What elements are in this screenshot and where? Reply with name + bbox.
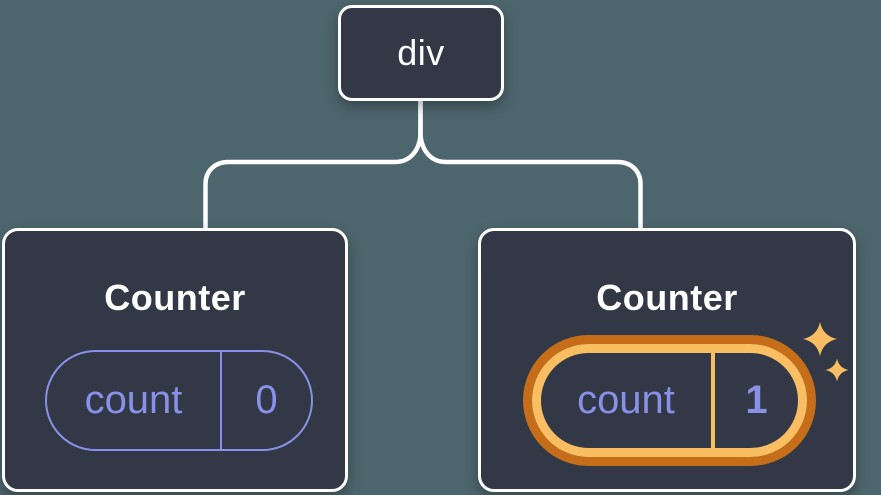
- connector-right-branch: [418, 97, 643, 234]
- state-value: 1: [745, 378, 768, 422]
- sparkle-star-large: [803, 322, 837, 356]
- state-key-label: count: [47, 352, 222, 449]
- sparkles-icon: [803, 322, 849, 382]
- state-value: 0: [255, 378, 278, 422]
- root-div-node: div: [338, 5, 504, 101]
- connector-left-branch: [203, 97, 423, 234]
- counter-component-card-right: Counter count 1: [478, 228, 856, 492]
- component-title: Counter: [104, 277, 246, 318]
- state-pill-highlight-ring: count 1: [523, 335, 816, 466]
- counter-component-card-left: Counter count 0: [2, 228, 348, 492]
- root-node-label: div: [397, 32, 445, 73]
- state-pill: count 0: [45, 350, 313, 451]
- state-key-label: count: [541, 353, 715, 448]
- sparkle-star-small: [825, 358, 849, 382]
- component-title: Counter: [596, 277, 738, 318]
- state-pill-highlighted: count 1: [532, 344, 807, 457]
